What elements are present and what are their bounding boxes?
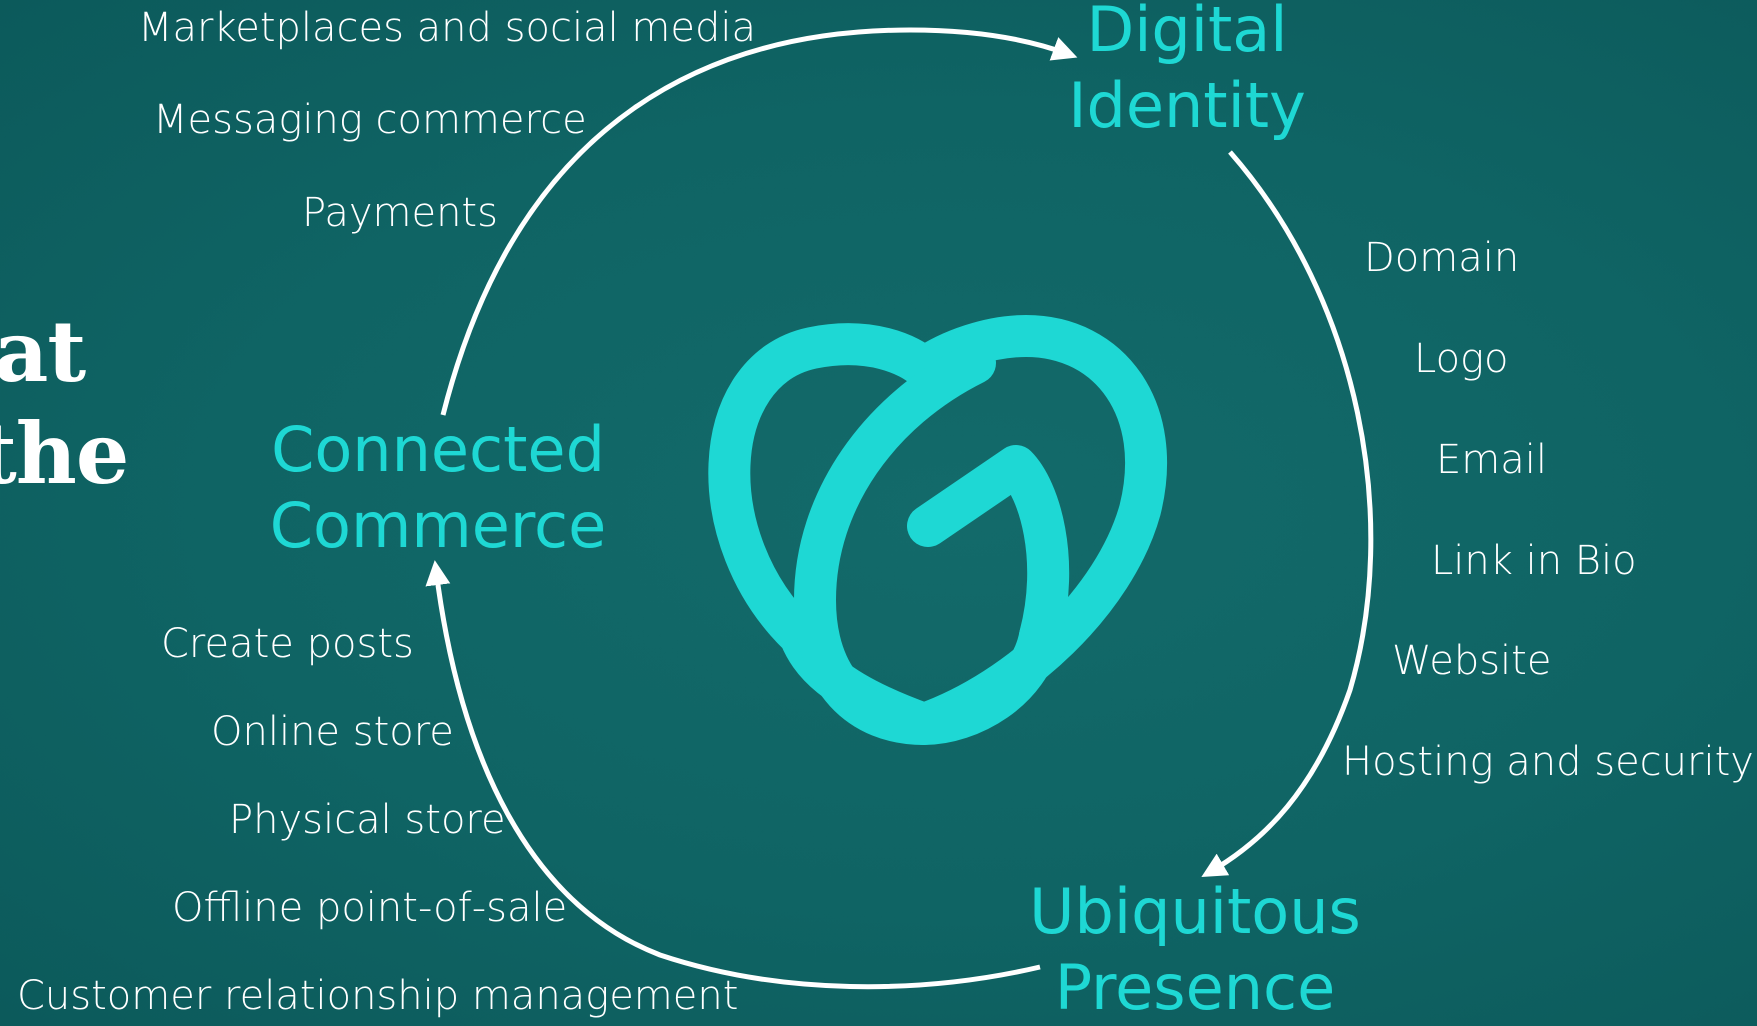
list-item: Payments <box>302 190 498 236</box>
node-connected-commerce-line-2: Commerce <box>269 489 607 562</box>
list-item: Hosting and security <box>1342 739 1754 785</box>
list-item: Create posts <box>161 621 414 667</box>
node-ubiquitous-presence-line-1: Ubiquitous <box>1029 875 1361 948</box>
list-item: Physical store <box>229 797 506 843</box>
arrow-commerce-to-identity <box>440 27 1078 416</box>
node-connected-commerce-line-1: Connected <box>271 413 605 486</box>
list-item: Domain <box>1364 235 1520 281</box>
list-item: Online store <box>211 709 454 755</box>
arrow-identity-to-presence <box>1201 150 1374 878</box>
list-item: Marketplaces and social media <box>138 5 756 51</box>
partial-title-line-2: the <box>0 404 129 503</box>
list-item: Customer relationship management <box>17 973 739 1019</box>
list-item: Logo <box>1414 336 1509 382</box>
list-item: Messaging commerce <box>153 97 587 143</box>
partial-title-line-1: at <box>0 302 86 401</box>
node-digital-identity-line-2: Identity <box>1068 69 1306 142</box>
node-digital-identity: Digital Identity <box>1042 0 1332 144</box>
node-connected-commerce: Connected Commerce <box>268 412 608 564</box>
arrow-presence-to-commerce <box>425 560 1041 990</box>
list-item: Link in Bio <box>1431 538 1637 584</box>
list-item: Email <box>1436 437 1547 483</box>
godaddy-heart-icon <box>708 315 1168 745</box>
node-digital-identity-line-1: Digital <box>1086 0 1288 66</box>
node-ubiquitous-presence-line-2: Presence <box>1054 951 1336 1024</box>
node-ubiquitous-presence: Ubiquitous Presence <box>1020 874 1370 1026</box>
list-item: Website <box>1392 638 1552 684</box>
list-item: Offline point-of-sale <box>172 885 568 931</box>
